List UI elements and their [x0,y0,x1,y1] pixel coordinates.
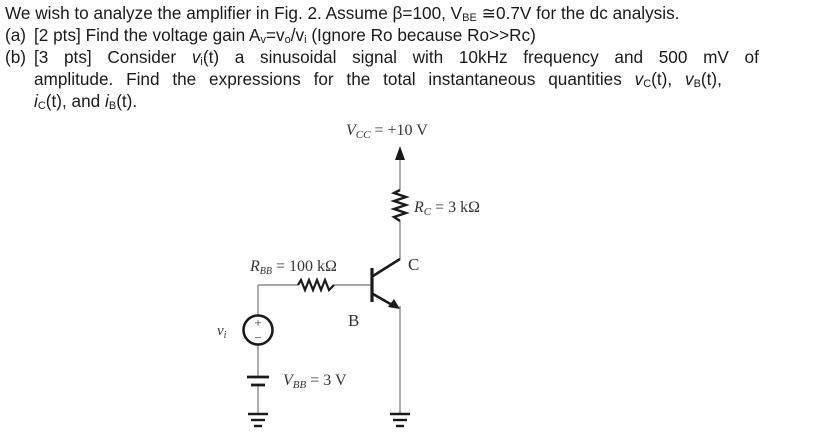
rc-label: RC = 3 kΩ [413,199,480,218]
word: 10kHz [458,47,508,67]
vi-t: (t) [202,47,220,67]
vb-t: (t), [700,69,722,89]
vi-subscript: i [304,34,307,46]
part-b-line-3: iC(t), and iB(t). [5,90,830,112]
intro-line: We wish to analyze the amplifier in Fig.… [5,2,830,24]
part-a-text-4: (Ignore Ro because Ro>>Rc) [306,25,536,45]
part-a-text: Find the voltage gain A [85,25,261,45]
ic-symbol: i [34,91,38,111]
vc-expression: vC(t), [635,68,673,90]
intro-text: We wish to analyze the amplifier in Fig.… [5,3,393,23]
part-a-line: (a) [2 pts] Find the voltage gain Av=vo/v… [5,24,830,46]
part-b-label: (b) [5,47,27,67]
word: sinusoidal [259,47,337,67]
collector-label: C [408,255,419,274]
part-a-text-2: =v [265,25,285,45]
ib-sub: B [108,100,117,112]
source-minus-sign: − [254,330,261,345]
rc-resistor-icon [390,188,410,222]
vbb-label: VBB = 3 V [283,372,347,391]
word: [3 [34,47,49,67]
vcc-arrow-icon [395,146,405,160]
word: total [383,69,416,89]
ib-t: (t). [116,91,138,111]
word: signal [352,47,397,67]
vb-symbol: v [684,69,694,89]
ic-sub: C [37,100,46,112]
vc-t: (t), [651,69,673,89]
part-a-points: [2 pts] [34,25,81,45]
vi-label: vi [217,323,227,341]
word: pts] [64,47,92,67]
wires [257,160,401,414]
vi-symbol: v [191,47,201,67]
word: 500 [658,47,688,67]
word: Find [126,69,160,89]
word: mV [703,47,729,67]
battery-icon [247,375,269,387]
part-b-line-1: (b) [3 pts] Consider vi(t) a sinusoidal … [5,46,830,68]
word: the [346,69,371,89]
word: for [313,69,334,89]
part-b-text-2: amplitude. Find the expressions for the … [34,68,722,90]
vb-sub: B [693,78,701,90]
word: expressions [209,69,301,89]
word: frequency [523,47,599,67]
vc-symbol: v [634,69,644,89]
rbb-resistor-icon [297,277,335,293]
word: amplitude. [34,69,114,89]
ib-symbol: i [105,91,109,111]
word: a [234,47,245,67]
intro-suffix: ≅0.7V for the dc analysis. [476,3,680,23]
vo-subscript: o [284,34,291,46]
part-a-label: (a) [5,25,27,45]
word: with [412,47,444,67]
part-b-line-2: amplitude. Find the expressions for the … [5,68,830,90]
ground-left-icon [248,412,268,428]
vi-sub: i [200,56,203,68]
vcc-label: VCC = +10 V [346,122,428,141]
av-subscript: v [260,34,266,46]
source-plus-sign: + [254,315,261,330]
problem-text: We wish to analyze the amplifier in Fig.… [5,2,830,112]
vbe-subscript: BE [462,12,477,24]
word: and [614,47,644,67]
word: Consider [107,47,177,67]
beta-vbe-text: β=100, V [392,3,463,23]
ground-right-icon [390,412,410,428]
ac-voltage-source-icon: + − [242,314,274,346]
word: instantaneous [428,69,536,89]
part-a-text-3: /v [290,25,305,45]
vb-expression: vB(t), [685,68,722,90]
base-label: B [348,311,359,330]
vc-sub: C [643,78,652,90]
vi-expression: vi(t) [192,46,219,68]
part-b-text-1: [3 pts] Consider vi(t) a sinusoidal sign… [34,46,759,68]
ic-t: (t), and [45,91,106,111]
word: quantities [548,69,622,89]
npn-transistor-icon [370,257,401,309]
word: the [172,69,197,89]
word: of [744,47,759,67]
rbb-label: RBB = 100 kΩ [249,258,337,277]
